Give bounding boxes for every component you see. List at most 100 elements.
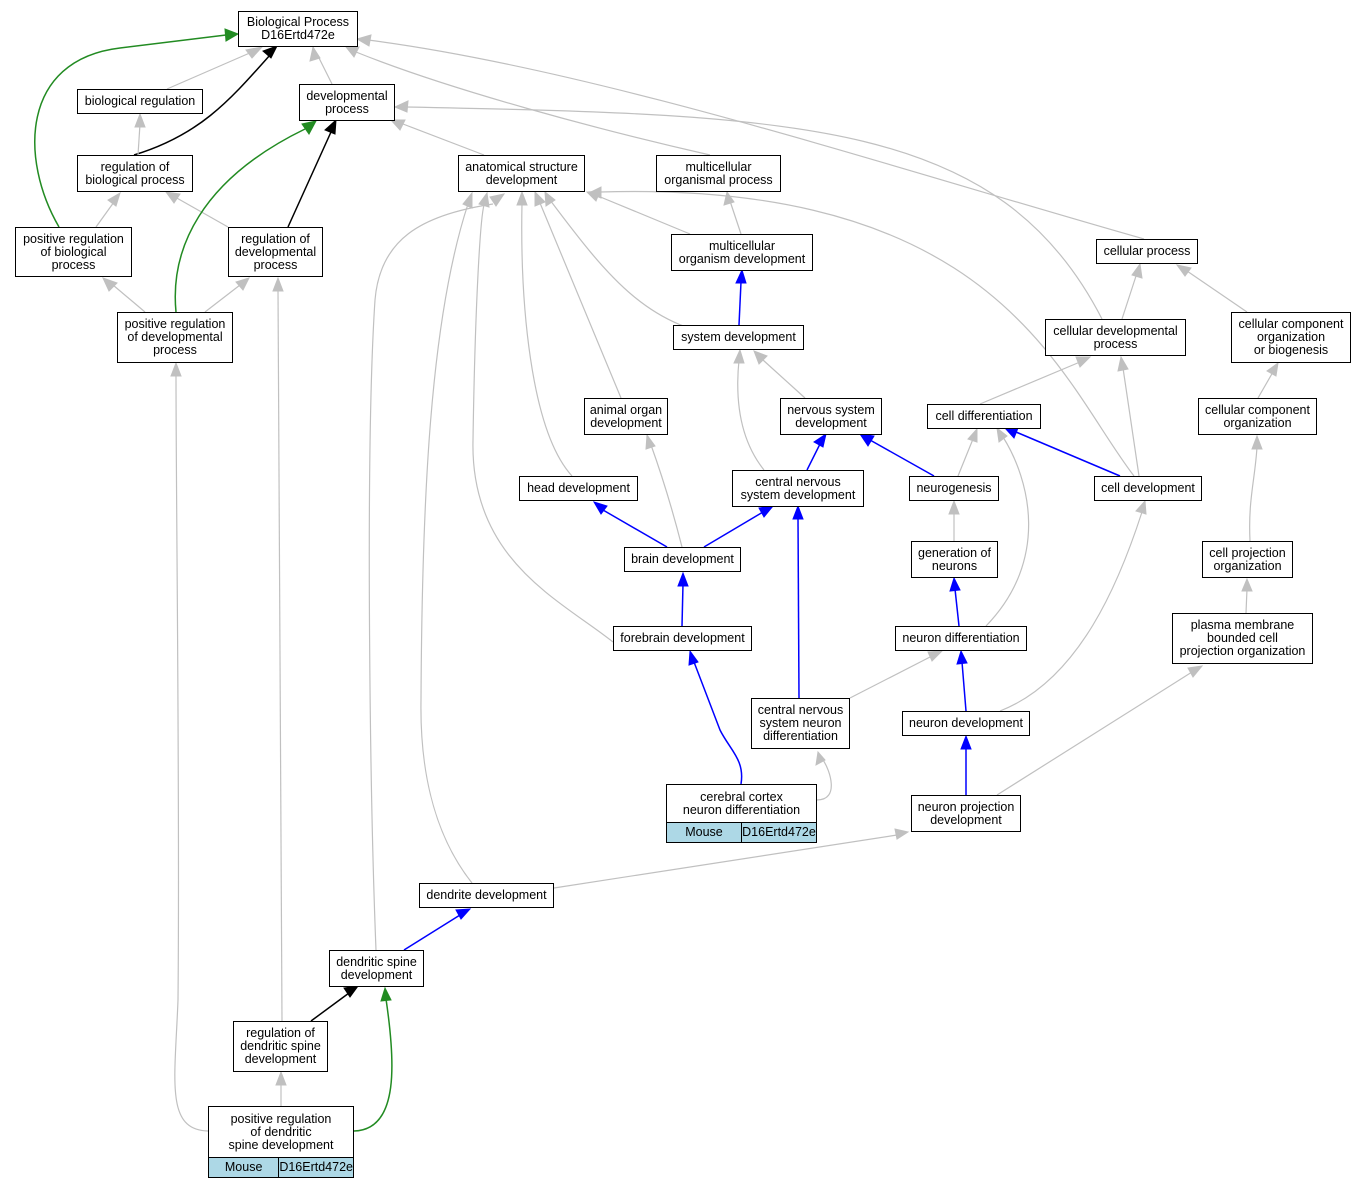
node-forebrain-development[interactable]: forebrain development — [613, 626, 752, 651]
edge-is-a — [95, 201, 115, 228]
arrowhead — [224, 28, 240, 42]
node-regulation-of-dendritic-spine-development[interactable]: regulation of dendritic spine developmen… — [233, 1021, 328, 1072]
node-generation-of-neurons[interactable]: generation of neurons — [911, 541, 998, 578]
arrowhead — [735, 268, 747, 284]
node-brain-development[interactable]: brain development — [624, 547, 741, 572]
node-label: positive regulation of dendritic spine d… — [209, 1107, 353, 1158]
arrowhead — [272, 276, 284, 292]
edge-part-of — [403, 914, 461, 951]
edge-is-a — [277, 288, 283, 1022]
arrowhead — [309, 45, 321, 62]
node-neurogenesis[interactable]: neurogenesis — [909, 476, 999, 501]
edge-is-a — [737, 359, 765, 471]
arrowhead — [107, 191, 121, 207]
node-anatomical-structure-development[interactable]: anatomical structure development — [458, 155, 585, 192]
gene-cell: D16Ertd472e — [278, 1158, 353, 1177]
arrowhead — [677, 571, 689, 587]
edge-is-a — [1257, 371, 1274, 399]
node-system-development[interactable]: system development — [673, 325, 804, 350]
edge-is-a — [137, 123, 141, 156]
arrowhead — [275, 1070, 287, 1086]
arrowhead — [245, 46, 264, 59]
edge-is-a — [849, 655, 933, 699]
edge-part-of — [738, 281, 742, 326]
edge-is-a — [405, 106, 1103, 320]
arrowhead — [996, 426, 1008, 443]
edge-part-of — [869, 439, 935, 477]
edge-is-a — [367, 39, 1145, 240]
arrowhead — [758, 505, 775, 518]
edge-is-a — [553, 834, 898, 889]
arrowhead — [927, 650, 944, 662]
gene-cell: D16Ertd472e — [741, 823, 816, 842]
node-central-nervous-system-neuron-differentiation[interactable]: central nervous system neuron differenti… — [751, 698, 850, 749]
arrowhead — [1241, 577, 1253, 592]
node-head-development[interactable]: head development — [519, 476, 638, 501]
arrowhead — [948, 499, 960, 515]
edge-is-a — [420, 203, 473, 884]
node-positive-regulation-of-developmental-process[interactable]: positive regulation of developmental pro… — [117, 312, 233, 363]
node-cell-differentiation[interactable]: cell differentiation — [927, 404, 1041, 429]
node-neuron-development[interactable]: neuron development — [902, 711, 1030, 736]
node-positive-regulation-of-biological-process[interactable]: positive regulation of biological proces… — [15, 227, 132, 277]
node-neuron-differentiation[interactable]: neuron differentiation — [895, 626, 1027, 651]
arrowhead — [355, 34, 372, 47]
node-cell-projection-organization[interactable]: cell projection organization — [1202, 541, 1293, 578]
node-cellular-component-organization-or-biogenesis[interactable]: cellular component organization or bioge… — [1231, 312, 1351, 363]
node-regulation-of-developmental-process[interactable]: regulation of developmental process — [228, 227, 323, 277]
node-cellular-process[interactable]: cellular process — [1096, 239, 1198, 264]
node-dendritic-spine-development[interactable]: dendritic spine development — [329, 950, 424, 987]
edge-part-of — [602, 509, 668, 548]
node-positive-regulation-of-dendritic-spine-development[interactable]: positive regulation of dendritic spine d… — [208, 1106, 354, 1178]
node-biological-regulation[interactable]: biological regulation — [77, 89, 203, 114]
arrowhead — [489, 193, 506, 207]
edge-is-a — [599, 190, 1135, 477]
node-central-nervous-system-development[interactable]: central nervous system development — [732, 470, 864, 507]
arrowhead — [753, 350, 768, 365]
node-regulation-of-biological-process[interactable]: regulation of biological process — [77, 155, 193, 192]
arrowhead — [389, 119, 406, 131]
edge-is-a — [1186, 270, 1248, 313]
node-cell-development[interactable]: cell development — [1094, 476, 1202, 501]
arrowhead — [102, 277, 118, 292]
arrowhead — [1266, 361, 1279, 377]
node-cellular-component-organization[interactable]: cellular component organization — [1198, 398, 1317, 435]
node-dendrite-development[interactable]: dendrite development — [419, 883, 554, 908]
arrowhead — [960, 734, 972, 750]
edge-is-a — [597, 195, 691, 235]
arrowhead — [1175, 264, 1192, 277]
node-multicellular-organism-development[interactable]: multicellular organism development — [671, 234, 813, 271]
edge-positively-regulates — [353, 998, 393, 1132]
arrowhead — [1187, 665, 1204, 678]
arrowhead — [170, 361, 182, 377]
edge-regulates — [310, 992, 350, 1022]
arrowhead — [1135, 499, 1147, 515]
arrowhead — [949, 576, 961, 592]
arrowhead — [894, 828, 910, 840]
edge-is-a — [368, 203, 494, 951]
node-neuron-projection-development[interactable]: neuron projection development — [911, 795, 1021, 832]
arrowhead — [262, 45, 279, 59]
node-cellular-developmental-process[interactable]: cellular developmental process — [1045, 319, 1186, 356]
arrowhead — [1131, 262, 1143, 279]
arrowhead — [813, 432, 827, 448]
node-plasma-membrane-bounded-cell-projection-organization[interactable]: plasma membrane bounded cell projection … — [1172, 613, 1313, 664]
arrowhead — [733, 348, 745, 364]
arrowhead — [534, 190, 546, 207]
edge-is-a — [650, 444, 683, 548]
node-developmental-process[interactable]: developmental process — [299, 84, 395, 121]
node-cerebral-cortex-neuron-differentiation[interactable]: cerebral cortex neuron differentiation M… — [666, 784, 817, 843]
edge-is-a — [762, 359, 806, 399]
node-animal-organ-development[interactable]: animal organ development — [584, 398, 668, 435]
arrowhead — [858, 433, 875, 447]
edge-part-of — [954, 588, 960, 627]
node-nervous-system-development[interactable]: nervous system development — [780, 398, 882, 435]
arrowhead — [792, 504, 804, 520]
edge-is-a — [166, 51, 253, 90]
arrowhead — [815, 750, 826, 766]
node-biological-process[interactable]: Biological Process D16Ertd472e — [238, 11, 358, 47]
edge-is-a — [204, 284, 241, 313]
edge-is-a — [1121, 272, 1138, 320]
node-multicellular-organismal-process[interactable]: multicellular organismal process — [656, 155, 781, 192]
